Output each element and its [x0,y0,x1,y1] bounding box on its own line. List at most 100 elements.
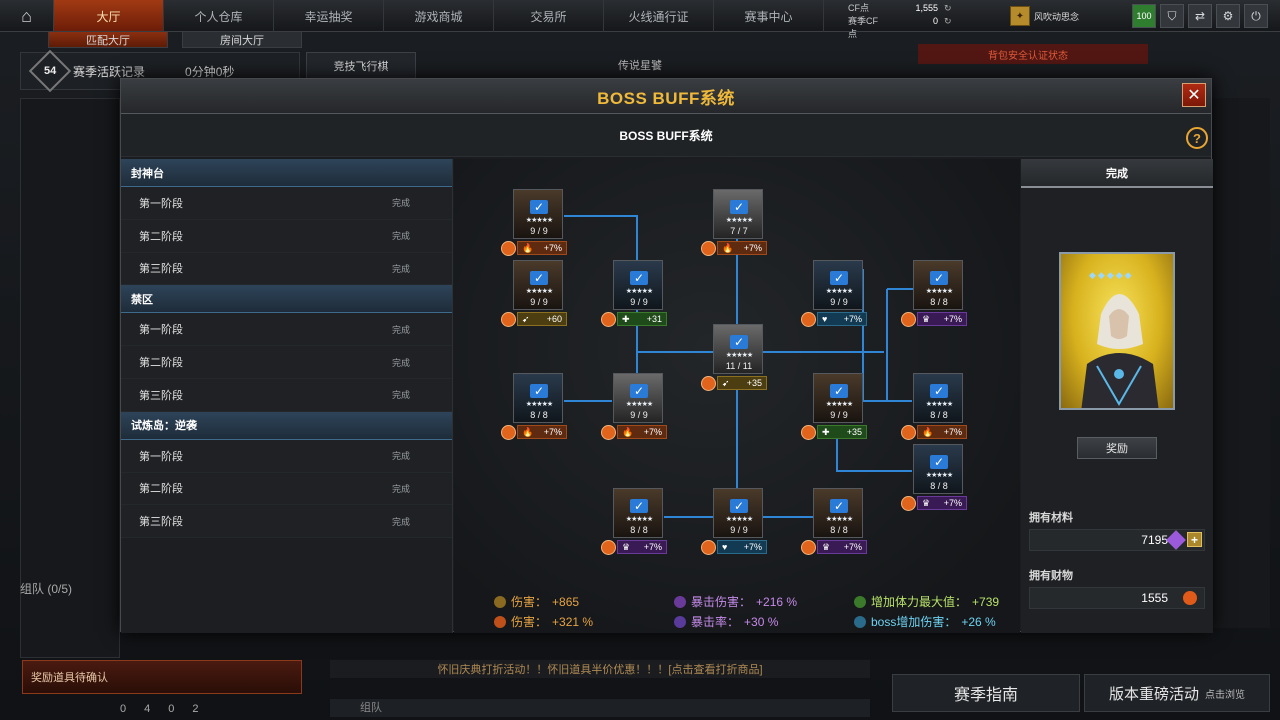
total-label: 伤害： [511,595,548,609]
buff-totals: 伤害：+865 暴击伤害：+216 % 增加体力最大值：+739 伤害：+321… [494,593,1024,630]
buff-card: ✓★★★★★9 / 9 [513,189,563,239]
total-health: 增加体力最大值：+739 [854,593,1024,610]
news-ticker[interactable]: 怀旧庆典打折活动！！怀旧道具半价优惠！！！[点击查看打折商品] [330,660,870,678]
upgrade-icon[interactable] [901,496,916,511]
buff-card: ✓★★★★★8 / 8 [513,373,563,423]
buff-node[interactable]: ✓★★★★★8 / 8♛+7% [801,488,867,558]
buff-node[interactable]: ✓★★★★★9 / 9🔥+7% [601,373,667,443]
stage-row[interactable]: 第三阶段完成 [121,252,452,286]
node-count: 9 / 9 [830,297,848,307]
node-stat: 🔥+7% [917,425,967,439]
badge-icon[interactable]: 100 [1132,4,1156,28]
upgrade-icon[interactable] [801,425,816,440]
buff-node[interactable]: ✓★★★★★9 / 9♥+7% [701,488,767,558]
buff-node[interactable]: ✓★★★★★8 / 8 ♛+7% [901,260,967,330]
top-nav-bar: ⌂ 大厅 个人仓库 幸运抽奖 游戏商城 交易所 火线通行证 赛事中心 [0,0,1280,32]
upgrade-icon[interactable] [501,312,516,327]
refresh-icon[interactable]: ↻ [944,3,952,13]
stage-status: 完成 [392,357,411,368]
buff-node[interactable]: ✓★★★★★11 / 11➹+35 [701,324,767,394]
version-event-button[interactable]: 版本重磅活动点击浏览 [1084,674,1270,712]
switch-icon[interactable]: ⇄ [1188,4,1212,28]
buff-node[interactable]: ✓★★★★★8 / 8🔥+7% [901,373,967,443]
upgrade-icon[interactable] [901,312,916,327]
tab-shop[interactable]: 游戏商城 [384,0,494,32]
buff-card: ✓★★★★★9 / 9 [613,260,663,310]
stage-row[interactable]: 第二阶段完成 [121,219,452,253]
upgrade-icon[interactable] [701,540,716,555]
buff-node[interactable]: ✓★★★★★9 / 9🔥+7% [501,189,567,259]
stage-group-header[interactable]: 试炼岛：逆袭 [121,411,452,440]
power-icon[interactable]: ⏻ [1244,4,1268,28]
stage-group-header[interactable]: 封神台 [121,159,452,187]
tab-warehouse[interactable]: 个人仓库 [164,0,274,32]
node-count: 9 / 9 [530,297,548,307]
buff-card: ✓★★★★★8 / 8 [913,260,963,310]
tab-battle-pass[interactable]: 火线通行证 [604,0,714,32]
stage-row[interactable]: 第三阶段完成 [121,378,452,412]
tab-lucky-draw[interactable]: 幸运抽奖 [274,0,384,32]
refresh-icon[interactable]: ↻ [944,16,952,26]
upgrade-icon[interactable] [601,312,616,327]
buff-node[interactable]: ✓★★★★★7 / 7🔥+7% [701,189,767,259]
stage-row[interactable]: 第二阶段完成 [121,346,452,379]
total-crit-rate: 暴击率：+30 % [674,613,854,630]
buff-card: ✓★★★★★9 / 9 [613,373,663,423]
buff-node[interactable]: ✓★★★★★8 / 8♛+7% [901,444,967,514]
stat-value: +7% [743,542,762,552]
upgrade-icon[interactable] [601,425,616,440]
node-stat: 🔥+7% [517,425,567,439]
node-stat: ➹+60 [517,312,567,326]
stage-row[interactable]: 第二阶段完成 [121,472,452,506]
add-material-button[interactable]: + [1187,532,1202,547]
upgrade-icon[interactable] [501,425,516,440]
buff-node[interactable]: ✓★★★★★8 / 8 🔥+7% [501,373,567,443]
upgrade-icon[interactable] [701,376,716,391]
security-warning[interactable]: 背包安全认证状态 [918,44,1148,64]
team-channel[interactable]: 组队 [330,699,870,717]
node-count: 9 / 9 [830,410,848,420]
stage-list: 封神台 第一阶段完成 第二阶段完成 第三阶段完成 禁区 第一阶段完成 第二阶段完… [121,159,453,633]
reward-button[interactable]: 奖励 [1077,437,1157,459]
upgrade-icon[interactable] [801,312,816,327]
stage-row[interactable]: 第一阶段完成 [121,313,452,347]
season-guide-button[interactable]: 赛季指南 [892,674,1080,712]
stat-icon: ✚ [622,314,630,324]
upgrade-icon[interactable] [901,425,916,440]
stage-row[interactable]: 第一阶段完成 [121,187,452,220]
stat-value: +7% [643,427,662,437]
help-icon[interactable]: ? [1186,127,1208,149]
stage-row[interactable]: 第一阶段完成 [121,439,452,473]
tab-lobby[interactable]: 大厅 [54,0,164,32]
buff-node[interactable]: ✓★★★★★9 / 9✚+31 [601,260,667,330]
shield-icon[interactable]: ⛉ [1160,4,1184,28]
reward-confirm-button[interactable]: 奖励道具待确认 [22,660,302,694]
buff-node[interactable]: ✓★★★★★9 / 9✚+35 [801,373,867,443]
close-icon[interactable]: ✕ [1182,83,1206,107]
home-icon[interactable]: ⌂ [0,0,54,32]
upgrade-icon[interactable] [801,540,816,555]
tab-event-center[interactable]: 赛事中心 [714,0,824,32]
user-profile[interactable]: ✦ 风吹动思念 [1010,4,1128,28]
subtab-room-lobby[interactable]: 房间大厅 [182,31,302,48]
stat-icon: ♛ [822,542,831,552]
check-icon: ✓ [730,499,748,513]
node-count: 7 / 7 [730,226,748,236]
tab-exchange[interactable]: 交易所 [494,0,604,32]
buff-node[interactable]: ✓★★★★★9 / 9➹+60 [501,260,567,330]
node-count: 9 / 9 [730,525,748,535]
stage-row[interactable]: 第三阶段完成 [121,505,452,539]
flying-chess-button[interactable]: 竞技飞行棋 [306,52,416,80]
node-stat: ♛+7% [917,312,967,326]
upgrade-icon[interactable] [601,540,616,555]
stage-group-header[interactable]: 禁区 [121,285,452,314]
status-count: 4 [144,703,151,715]
upgrade-icon[interactable] [701,241,716,256]
buff-node[interactable]: ✓★★★★★9 / 9♥+7% [801,260,867,330]
upgrade-icon[interactable] [501,241,516,256]
buff-node[interactable]: ✓★★★★★8 / 8♛+7% [601,488,667,558]
node-count: 8 / 8 [530,410,548,420]
subtab-matchmaking[interactable]: 匹配大厅 [48,31,168,48]
boss-damage-icon [854,615,866,628]
gear-icon[interactable]: ⚙ [1216,4,1240,28]
